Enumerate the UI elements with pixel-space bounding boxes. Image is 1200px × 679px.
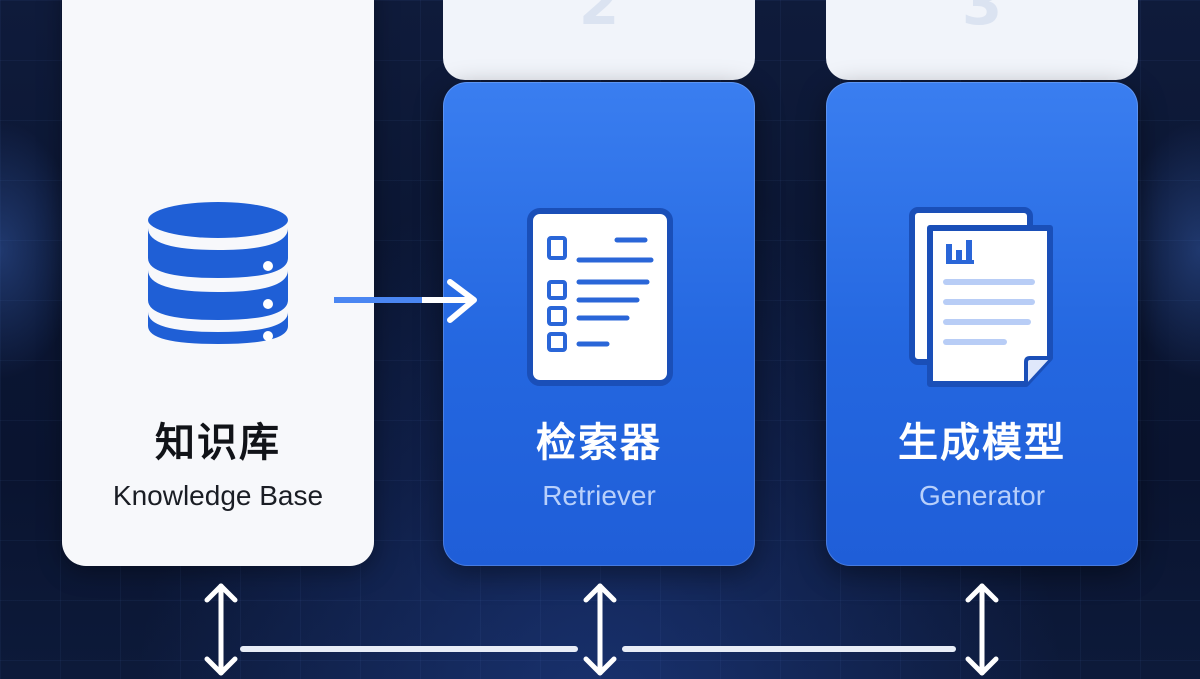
- generator-title: 生成模型: [898, 420, 1066, 466]
- retriever-subtitle: Retriever: [542, 480, 656, 511]
- bottom-connector-right: [622, 646, 956, 652]
- step-3-tab: 3: [826, 0, 1138, 80]
- step-2-number: 2: [578, 0, 620, 38]
- bottom-connector-left: [240, 646, 578, 652]
- step-2-tab: 2: [443, 0, 755, 80]
- database-icon: [148, 202, 288, 344]
- checklist-icon: [527, 208, 673, 386]
- step-3-number: 3: [961, 0, 1003, 38]
- knowledge-base-card: 知识库 Knowledge Base: [62, 0, 374, 566]
- document-icon: [909, 207, 1053, 387]
- generator-card: 生成模型 Generator: [826, 82, 1138, 566]
- knowledge-base-title: 知识库: [155, 420, 281, 466]
- generator-subtitle: Generator: [918, 480, 1046, 511]
- retriever-card: 检索器 Retriever: [443, 82, 755, 566]
- vertical-double-arrow-icon: [965, 583, 999, 676]
- knowledge-base-subtitle: Knowledge Base: [112, 480, 324, 511]
- flow-arrow-icon: [334, 279, 477, 323]
- vertical-double-arrow-icon: [583, 583, 617, 676]
- retriever-title: 检索器: [536, 420, 662, 466]
- vertical-double-arrow-icon: [204, 583, 238, 676]
